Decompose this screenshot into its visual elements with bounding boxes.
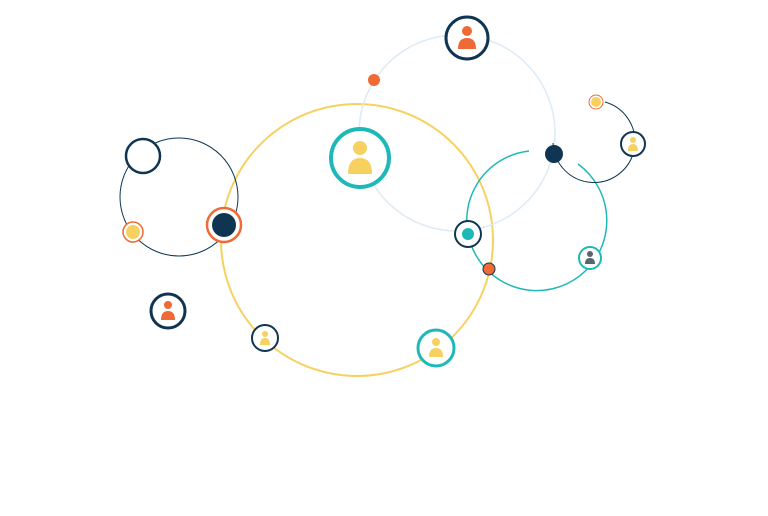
user-avatar-icon[interactable]: [251, 324, 279, 352]
node-yellow-dot-small: [588, 94, 604, 110]
orbit-ring-light-blue: [358, 34, 556, 232]
node-dot-navy-right: [545, 145, 563, 163]
orbit-ring-small-navy: [552, 101, 636, 183]
user-avatar-icon[interactable]: [578, 246, 602, 270]
node-dot-orange-top: [368, 74, 380, 86]
user-avatar-icon[interactable]: [444, 15, 490, 61]
user-avatar-icon[interactable]: [329, 127, 391, 189]
node-orange-ring: [205, 206, 243, 244]
node-dot-orange-small: [482, 262, 496, 276]
node-yellow-dot: [122, 221, 144, 243]
user-avatar-icon[interactable]: [620, 131, 646, 157]
orbit-ring-teal: [466, 150, 608, 292]
node-empty-ring: [124, 137, 162, 175]
orbit-ring-left-navy: [119, 137, 239, 257]
user-avatar-icon[interactable]: [416, 328, 456, 368]
user-avatar-icon[interactable]: [149, 292, 187, 330]
node-teal-dot: [454, 220, 482, 248]
